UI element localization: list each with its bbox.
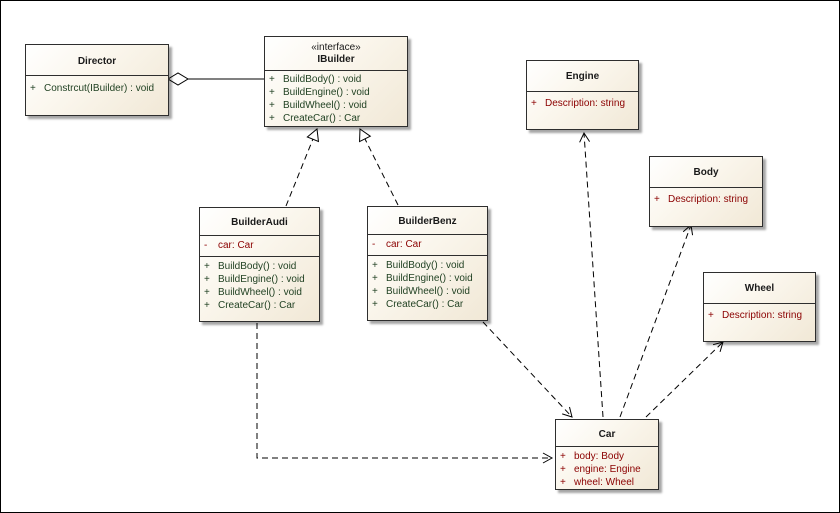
operation-row: +BuildEngine() : void <box>372 273 473 284</box>
class-name: BuilderBenz <box>398 216 457 227</box>
attribute-row: +body: Body <box>560 451 625 462</box>
dependency-car-engine <box>579 131 604 418</box>
class-director[interactable]: Director +Constrcut(IBuilder) : void <box>25 44 169 116</box>
class-name: Wheel <box>744 283 775 294</box>
class-builder-audi[interactable]: BuilderAudi -car: Car +BuildBody() : voi… <box>199 207 320 322</box>
class-name: Director <box>77 56 117 67</box>
dependency-car-wheel <box>645 341 724 418</box>
attribute-row: +engine: Engine <box>560 464 641 475</box>
stereotype-label: «interface» <box>311 42 361 53</box>
class-car[interactable]: Car +body: Body +engine: Engine +wheel: … <box>555 419 659 490</box>
attribute-row: +wheel: Wheel <box>560 477 635 488</box>
dependency-benz-car <box>482 321 573 418</box>
dependency-car-body <box>619 224 694 418</box>
attribute-row: -car: Car <box>372 239 422 250</box>
aggregation-diamond <box>167 72 189 86</box>
aggregation-director-ibuilder <box>167 72 264 86</box>
operation-row: +BuildBody() : void <box>269 74 362 85</box>
operation-row: +BuildWheel() : void <box>269 100 367 111</box>
operation-row: +CreateCar() : Car <box>204 300 296 311</box>
operation-row: +BuildEngine() : void <box>204 274 305 285</box>
realization-audi-ibuilder <box>285 128 320 207</box>
operation-row: +CreateCar() : Car <box>269 113 361 124</box>
attribute-row: +Description: string <box>708 310 803 321</box>
class-name: IBuilder <box>317 54 355 65</box>
class-name: Engine <box>565 71 600 82</box>
operation-row: +BuildWheel() : void <box>204 287 302 298</box>
class-engine[interactable]: Engine +Description: string <box>526 60 639 130</box>
operation-row: +BuildBody() : void <box>372 260 465 271</box>
operation-row: +BuildBody() : void <box>204 261 297 272</box>
class-body[interactable]: Body +Description: string <box>649 156 763 227</box>
dependency-audi-car <box>256 323 554 464</box>
class-builder-benz[interactable]: BuilderBenz -car: Car +BuildBody() : voi… <box>367 206 488 321</box>
realization-benz-ibuilder <box>359 128 399 206</box>
class-name: Body <box>693 167 719 178</box>
attribute-row: -car: Car <box>204 240 254 251</box>
operation-row: +BuildWheel() : void <box>372 286 470 297</box>
operation-row: +CreateCar() : Car <box>372 299 464 310</box>
class-wheel[interactable]: Wheel +Description: string <box>703 272 816 342</box>
attribute-row: +Description: string <box>654 194 749 205</box>
operation-row: +Constrcut(IBuilder) : void <box>30 83 155 94</box>
operation-row: +BuildEngine() : void <box>269 87 370 98</box>
class-name: BuilderAudi <box>231 217 288 228</box>
class-ibuilder[interactable]: «interface» IBuilder +BuildBody() : void… <box>264 36 408 127</box>
attribute-row: +Description: string <box>531 98 626 109</box>
class-name: Car <box>598 429 616 440</box>
